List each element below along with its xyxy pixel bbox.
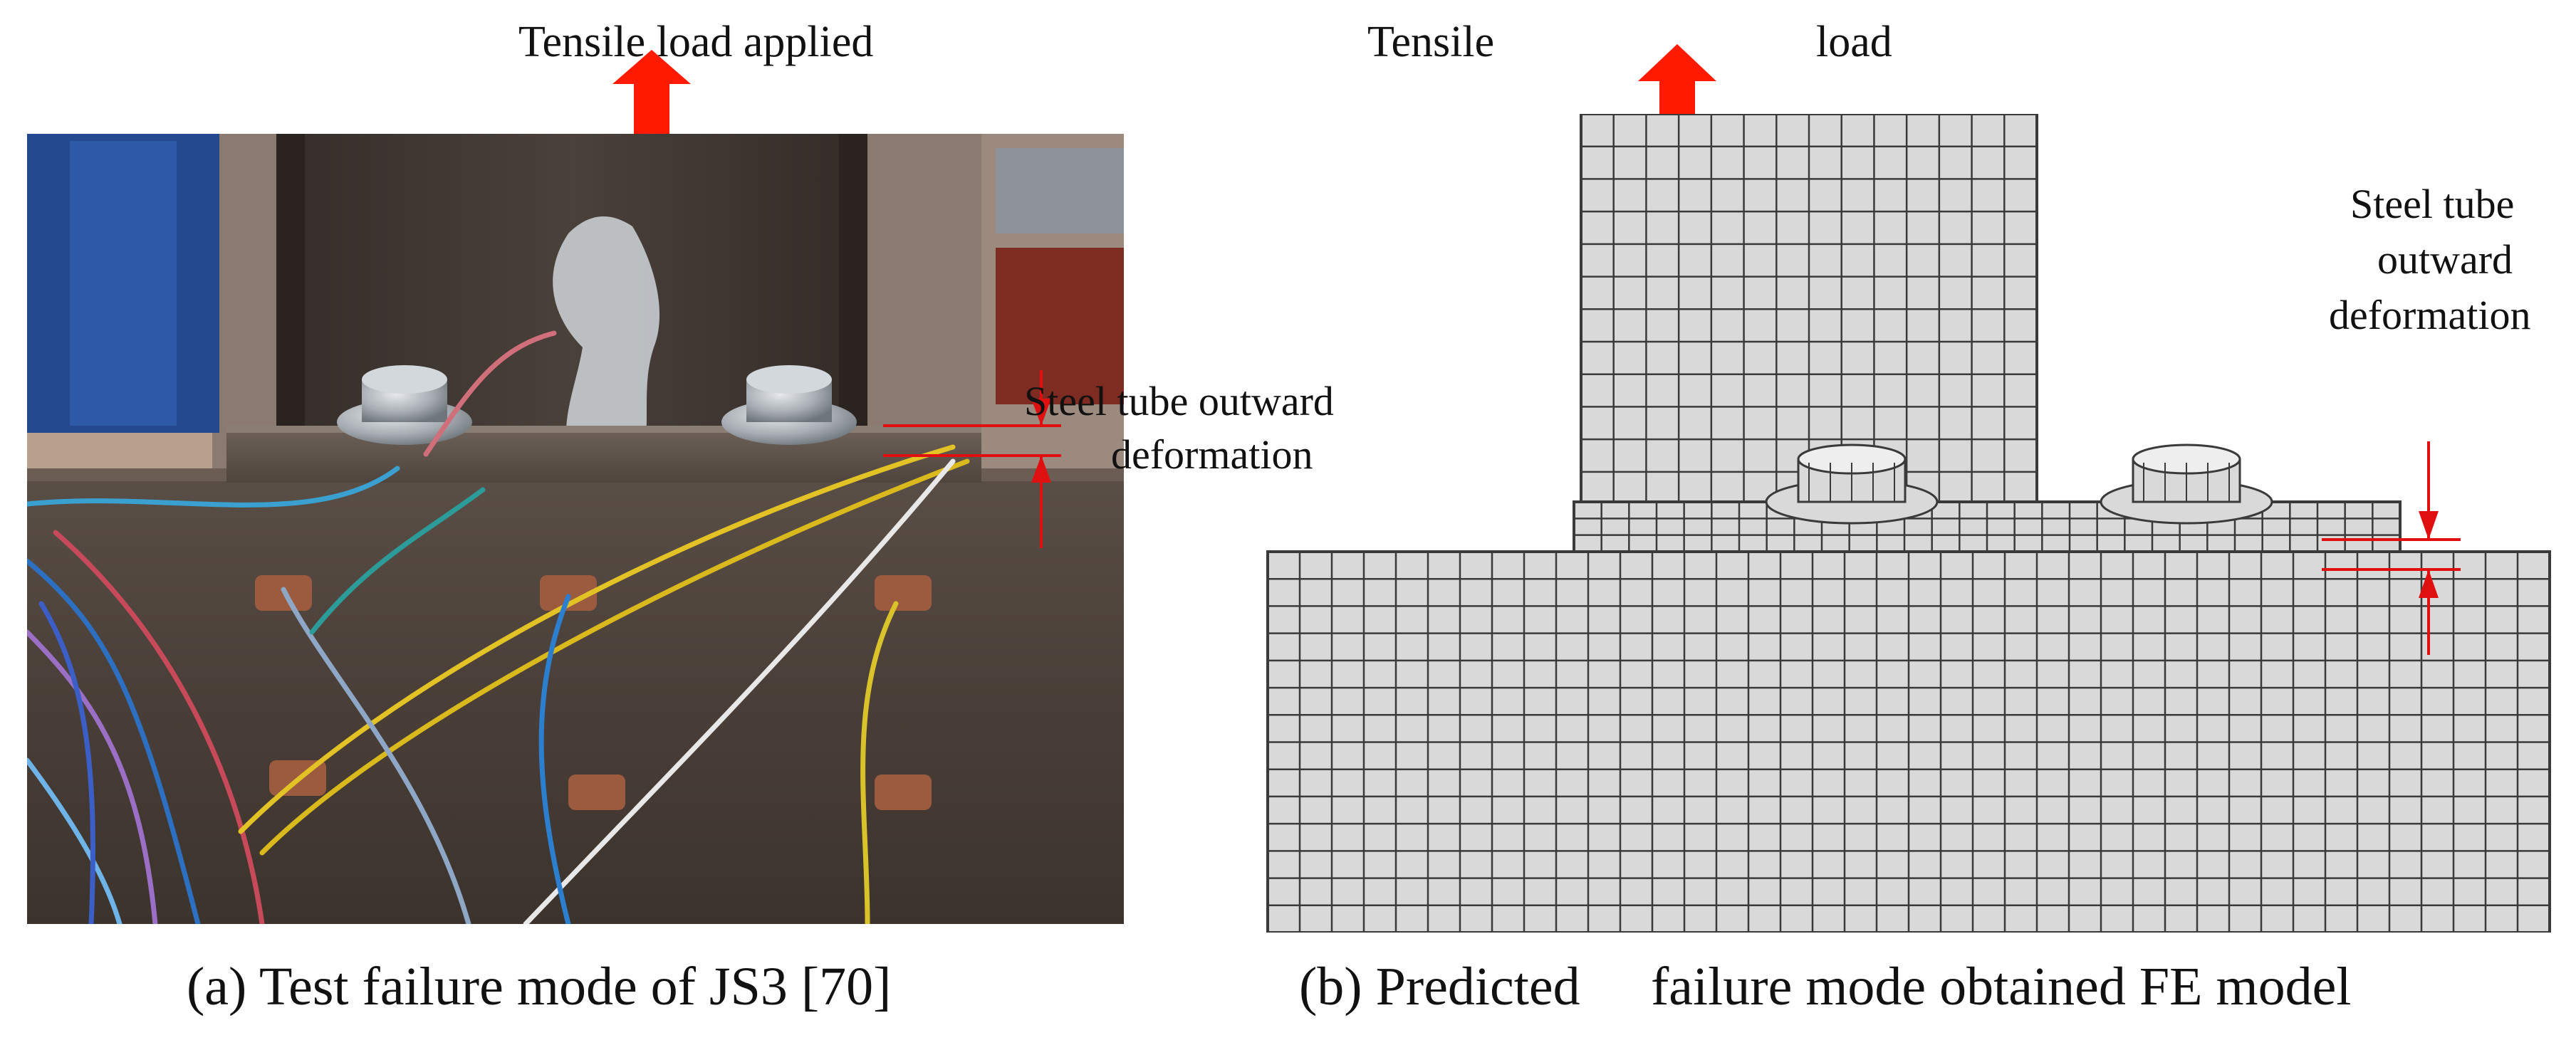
panel-b-fe-model: Tensile load Steel tube outward deformat…: [1239, 0, 2576, 1050]
fe-mesh-model: [1266, 114, 2551, 933]
test-specimen-photo: [27, 134, 1124, 924]
panel-b-load-label-word2: load: [1816, 18, 1892, 66]
panel-b-load-label-word1: Tensile: [1367, 18, 1495, 66]
panel-a-deformation-label-line2: deformation: [1111, 431, 1313, 478]
panel-a-tensile-arrow-icon: [612, 50, 691, 142]
panel-b-deformation-label-line1: Steel tube: [2350, 181, 2515, 227]
panel-a-test-photo: Tensile load applied: [0, 0, 1334, 1050]
panel-a-deformation-dimension: [883, 370, 1061, 548]
panel-b-deformation-dimension: [2322, 441, 2461, 655]
panel-b-tensile-arrow-icon: [1638, 44, 1716, 144]
panel-a-load-label: Tensile load applied: [518, 18, 874, 66]
panel-a-deformation-label-line1: Steel tube outward: [1024, 378, 1334, 424]
panel-a-caption: (a) Test failure mode of JS3 [70]: [187, 957, 892, 1017]
fe-mesh-plate: [1573, 443, 2402, 553]
panel-b-deformation-label-line2: outward: [2377, 236, 2513, 283]
panel-b-caption-part1: (b) Predicted: [1299, 957, 1580, 1017]
panel-b-caption-part2: failure mode obtained FE model: [1651, 957, 2352, 1017]
panel-b-deformation-label-line3: deformation: [2329, 292, 2531, 338]
